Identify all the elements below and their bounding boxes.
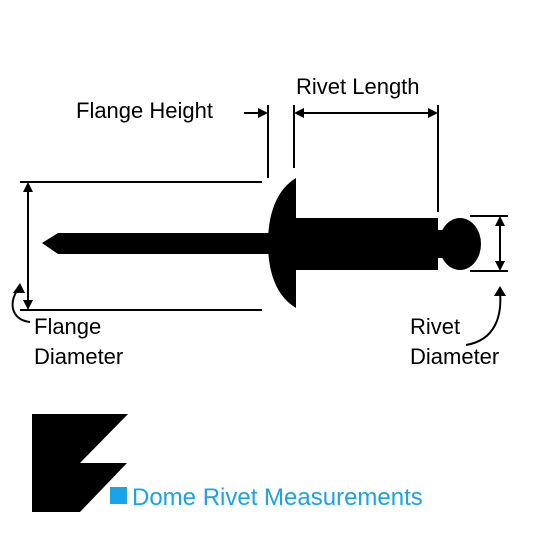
rivet-diameter-arrow-bottom: [495, 261, 505, 271]
flange-diameter-label-line1: Flange: [34, 314, 101, 339]
rivet-length-label: Rivet Length: [296, 74, 420, 99]
caption-text: Dome Rivet Measurements: [132, 484, 423, 511]
rivet-diameter-arrow-top: [495, 216, 505, 226]
flange-height-arrow: [258, 108, 268, 118]
rivet-body: [296, 218, 438, 270]
mandrel-pin: [42, 233, 282, 254]
dome-flange-head: [268, 178, 296, 308]
brand-logo-icon: [32, 414, 128, 512]
brand-logo-shape: [32, 414, 128, 512]
rivet-diameter-label-line2: Diameter: [410, 344, 499, 369]
flange-height-label: Flange Height: [76, 98, 213, 123]
rivet-diameter-curved-leader: [465, 291, 502, 346]
rivet-illustration: [42, 178, 481, 308]
rivet-diameter-leader-arrow: [494, 286, 506, 296]
caption-marker: [110, 487, 127, 504]
flange-diameter-leader-arrow: [13, 283, 25, 293]
flange-diameter-label-line2: Diameter: [34, 344, 123, 369]
arrowheads: [13, 108, 506, 310]
rivet-length-arrow-left: [294, 108, 304, 118]
flange-diameter-arrow-top: [23, 182, 33, 192]
mandrel-head: [439, 218, 481, 270]
rivet-length-arrow-right: [428, 108, 438, 118]
rivet-diameter-label-line1: Rivet: [410, 314, 460, 339]
flange-diameter-arrow-bottom: [23, 300, 33, 310]
